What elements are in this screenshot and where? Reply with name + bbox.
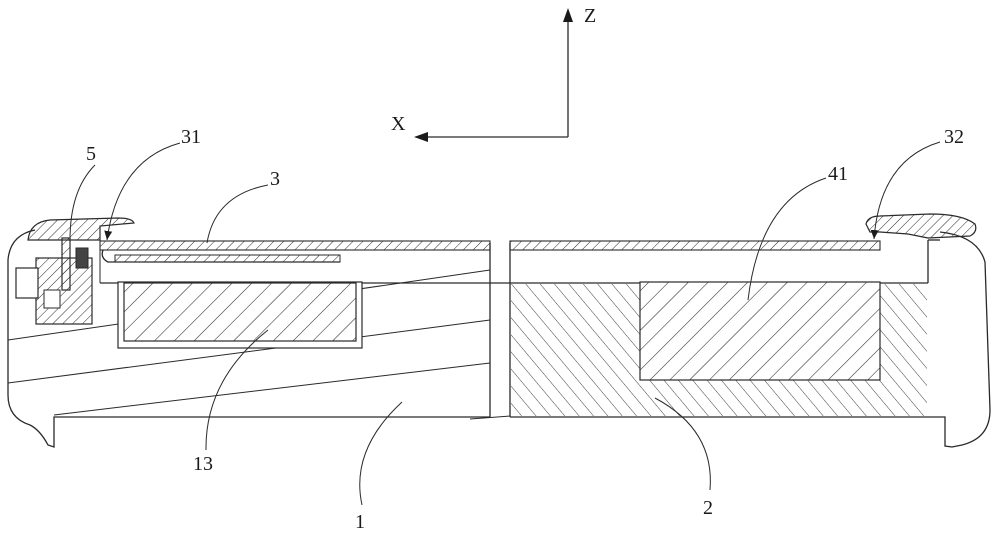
label-41: 41 xyxy=(828,163,848,185)
block-13 xyxy=(117,281,363,349)
leader-31 xyxy=(104,142,181,241)
label-32: 32 xyxy=(944,126,964,148)
clamp-pin xyxy=(61,237,71,291)
z-axis-arrow xyxy=(563,8,573,22)
clamp-slot xyxy=(43,289,61,309)
flex-strip xyxy=(101,249,340,263)
z-axis-label: Z xyxy=(584,5,596,27)
divider-foot xyxy=(469,415,511,420)
housing-right-end xyxy=(510,231,991,448)
layer-line-c xyxy=(53,362,491,416)
housing-left-end xyxy=(7,229,490,448)
x-axis-arrow xyxy=(414,132,428,142)
leader-lines xyxy=(69,141,941,506)
cap-right xyxy=(865,213,977,239)
flex-strip-body xyxy=(114,254,341,263)
label-1: 1 xyxy=(355,511,365,533)
block-13-core xyxy=(123,282,357,342)
clamp-tab xyxy=(15,267,39,299)
axis-indicator: Z X xyxy=(391,5,596,142)
leader-13 xyxy=(205,329,269,451)
edge-clamp-5 xyxy=(15,217,135,325)
edge-cap-right xyxy=(865,213,977,239)
leader-32 xyxy=(870,141,941,240)
part-2-section xyxy=(511,281,927,416)
leader-3 xyxy=(206,184,269,244)
cover-plate-left xyxy=(99,240,491,251)
layer-line-b xyxy=(7,319,491,384)
leader-41 xyxy=(747,177,827,301)
cover-plate-3 xyxy=(99,240,881,283)
clamp-magnet xyxy=(75,247,89,269)
x-axis-label: X xyxy=(391,113,406,135)
label-2: 2 xyxy=(703,497,713,519)
clamp-cap-left xyxy=(27,217,135,241)
label-3: 3 xyxy=(270,168,280,190)
label-13: 13 xyxy=(193,453,213,475)
leader-2 xyxy=(654,397,711,491)
label-5: 5 xyxy=(86,143,96,165)
block-41 xyxy=(639,281,881,381)
cover-plate-right xyxy=(509,240,881,251)
leader-1 xyxy=(359,401,403,506)
reference-numerals: 5 31 3 41 32 13 1 2 xyxy=(86,126,964,533)
leader-5 xyxy=(69,164,96,241)
label-31: 31 xyxy=(181,126,201,148)
